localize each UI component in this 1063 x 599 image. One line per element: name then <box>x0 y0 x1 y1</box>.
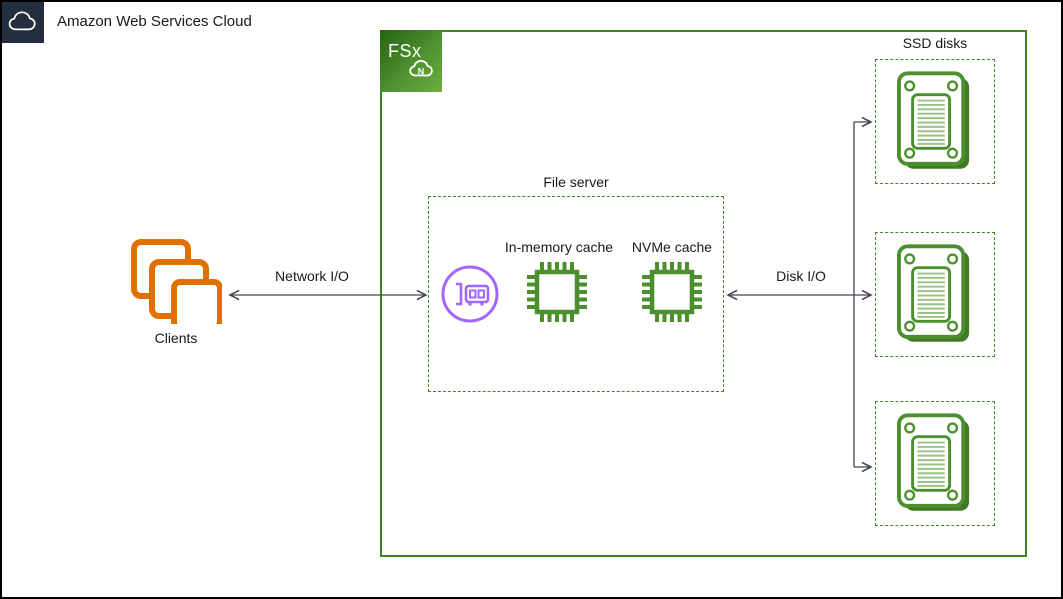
svg-text:N: N <box>418 67 425 77</box>
network-interface-icon <box>440 264 500 329</box>
aws-cloud-icon <box>2 2 44 43</box>
ssd-disk-icon <box>897 413 970 511</box>
ssd-disk-icon <box>897 244 970 342</box>
clients-label: Clients <box>154 330 198 346</box>
disk-io-label: Disk I/O <box>776 268 826 284</box>
memory-chip-icon <box>525 260 589 329</box>
ssd-disks-label: SSD disks <box>902 35 968 51</box>
in-memory-cache-label: In-memory cache <box>504 239 614 255</box>
network-io-label: Network I/O <box>275 268 349 284</box>
fsx-netapp-ontap-icon: FSx N <box>380 30 442 92</box>
nvme-chip-icon <box>640 260 704 329</box>
cloud-glyph <box>8 10 36 30</box>
ssd-disk-box-1 <box>875 59 995 184</box>
nvme-cache-label: NVMe cache <box>631 239 713 255</box>
fsx-badge-text: FSx <box>388 41 422 61</box>
ssd-disk-icon <box>897 71 970 169</box>
clients-icon <box>130 238 223 331</box>
fsx-cloud-n-glyph: N <box>409 60 433 77</box>
file-server-box <box>428 196 724 392</box>
ssd-disk-box-2 <box>875 232 995 357</box>
diagram-title: Amazon Web Services Cloud <box>57 13 252 30</box>
file-server-label: File server <box>543 174 609 190</box>
ssd-disk-box-3 <box>875 401 995 526</box>
